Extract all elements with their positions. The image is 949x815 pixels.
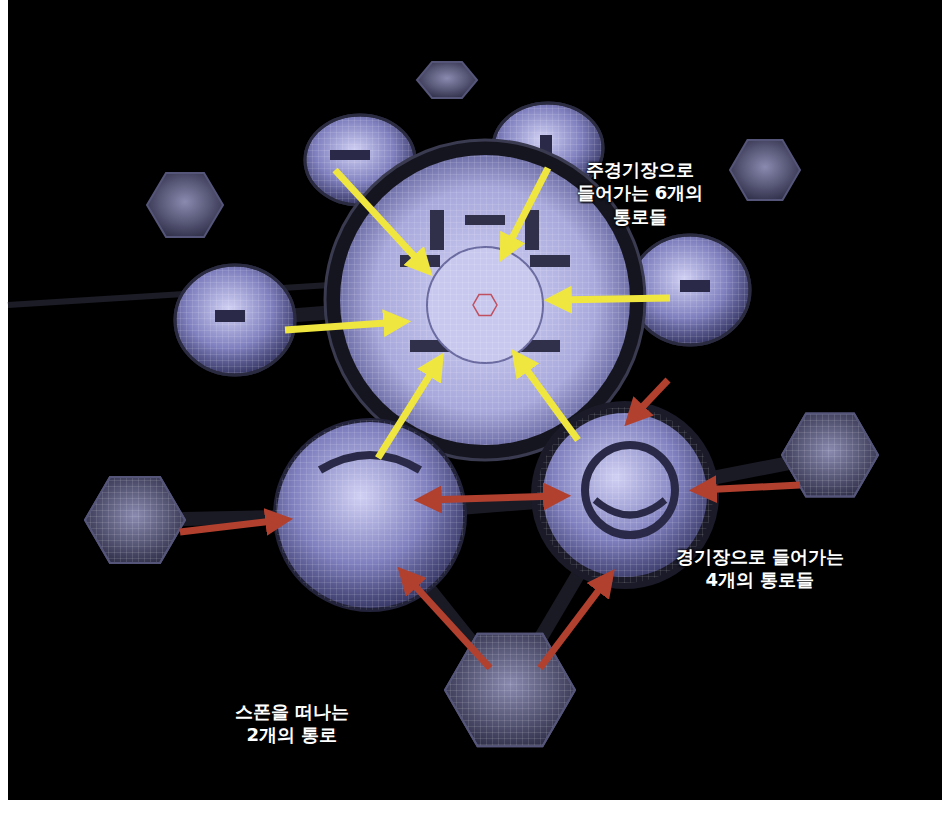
annotation-label: 주경기장으로 들어가는 6개의 통로들	[574, 158, 706, 228]
annotation-label: 경기장으로 들어가는 4개의 통로들	[660, 545, 860, 592]
annotation-label: 스폰을 떠나는 2개의 통로	[217, 700, 367, 747]
